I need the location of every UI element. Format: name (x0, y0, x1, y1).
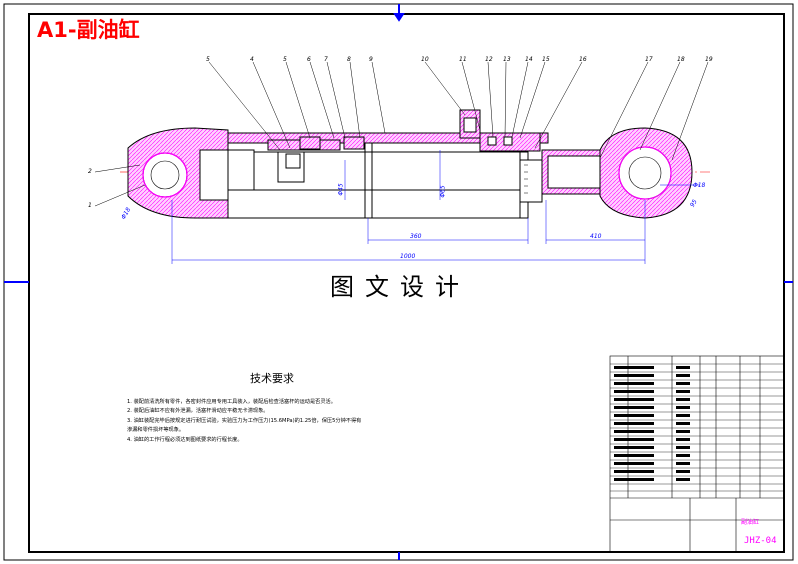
tech-requirements-title: 技术要求 (250, 372, 294, 385)
balloon: 18 (677, 56, 685, 63)
balloon: 1 (88, 202, 92, 209)
balloon: 9 (369, 56, 373, 63)
balloon: 10 (421, 56, 429, 63)
balloon: 12 (485, 56, 493, 63)
watermark: 图文设计 (330, 273, 470, 301)
dimension-text: 360 (410, 233, 422, 240)
balloon: 5 (206, 56, 210, 63)
dimension-text: 410 (590, 233, 602, 240)
dimension-lines (171, 150, 700, 264)
dimension-text: Φ65 (439, 185, 447, 198)
tech-item: 3. 油缸装配完毕后按规定进行耐压试验，实验压力为工作压力(15.6MPa)的1… (127, 417, 362, 424)
title-block (609, 355, 785, 553)
balloon: 13 (503, 56, 511, 63)
balloon: 17 (645, 56, 653, 63)
tech-item: 渗漏和零件损坏等现象。 (127, 427, 185, 434)
dimension-text: 95 (688, 198, 699, 209)
cylinder-barrel (227, 132, 549, 219)
dimension-text: Φ18 (693, 182, 706, 189)
balloon: 8 (347, 56, 351, 63)
balloon: 5 (283, 56, 287, 63)
sheet-tag: A1-副油缸 (37, 18, 140, 42)
left-eye (127, 127, 229, 219)
balloon: 4 (250, 56, 254, 63)
parts-list-rows (610, 363, 784, 492)
tech-item: 2. 装配后油缸不应有外泄漏，活塞杆滑动应平稳无卡滞现象。 (127, 408, 269, 415)
tech-item: 1. 装配前清洗所有零件，各密封件应用专用工具装入，装配后检查活塞杆的运动是否灵… (127, 399, 336, 405)
tech-item: 4. 油缸的工作行程必须达到图纸要求的行程长度。 (127, 436, 243, 443)
balloon: 15 (542, 56, 550, 63)
dimension-text: Φ45 (337, 183, 345, 196)
right-eye (599, 127, 693, 219)
balloon: 14 (525, 56, 533, 63)
dimension-text: Φ18 (120, 206, 133, 221)
tech-requirements-list: 1. 装配前清洗所有零件，各密封件应用专用工具装入，装配后检查活塞杆的运动是否灵… (127, 398, 567, 445)
balloon: 7 (324, 56, 328, 63)
balloon: 11 (459, 56, 467, 63)
balloon: 6 (307, 56, 311, 63)
dimension-text: 1000 (400, 253, 416, 260)
balloon: 19 (705, 56, 713, 63)
balloon: 2 (88, 168, 92, 175)
parts-list-text-marks (614, 366, 690, 481)
balloon: 16 (579, 56, 587, 63)
leader-lines (94, 61, 709, 207)
frame-edge-arrow-icon (4, 4, 793, 560)
title-block-part-name: 副油缸 (741, 519, 760, 526)
title-block-drawing-number: JHZ-04 (744, 536, 777, 546)
